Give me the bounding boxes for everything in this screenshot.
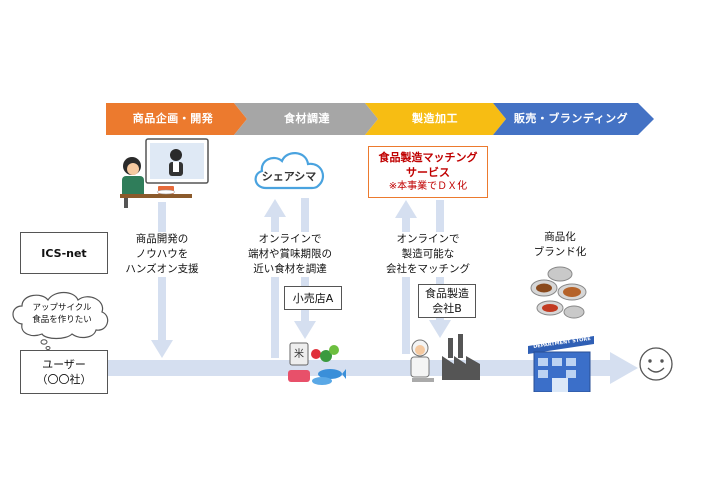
planning-desc-line3: ハンズオン支援 — [125, 263, 199, 275]
video-meeting-illustration — [120, 138, 209, 208]
bubble-text: アップサイクル 食品を作りたい — [22, 302, 102, 326]
manufacture-down-arrowhead — [429, 320, 451, 338]
stage-label-planning: 商品企画・開発 — [132, 112, 214, 125]
manufacture-desc-line3: 会社をマッチング — [386, 263, 470, 275]
bubble-line2: 食品を作りたい — [32, 315, 92, 325]
retailer-label: 小売店A — [292, 291, 334, 305]
user-label-line2: （〇〇社） — [36, 373, 92, 386]
food-ingredients-icon: 米 — [288, 342, 346, 385]
matching-note: ※本事業でＤＸ化 — [388, 181, 468, 192]
manufacture-up-connector — [402, 217, 410, 354]
sales-desc-line1: 商品化 — [544, 231, 576, 243]
manufacture-desc-line1: オンラインで — [396, 233, 460, 245]
stage-band: 商品企画・開発 食材調達 製造加工 販売・ブランディング — [106, 103, 654, 135]
stage-chevron-procurement — [234, 103, 378, 135]
matching-service-box: 食品製造マッチング サービス ※本事業でＤＸ化 — [368, 146, 488, 198]
thought-bubble — [12, 291, 109, 350]
procure-desc-line1: オンラインで — [258, 233, 322, 245]
main-flow-arrow — [105, 352, 638, 384]
stage-label-manufacturing: 製造加工 — [412, 112, 458, 125]
stage-chevron-sales — [493, 103, 654, 135]
cloud-icon — [254, 152, 325, 190]
stage-chevrons — [106, 103, 654, 135]
sales-desc-line2: ブランド化 — [533, 246, 587, 258]
factory-icon — [410, 334, 480, 382]
maker-box: 食品製造 会社B — [418, 284, 476, 318]
procure-down-arrowhead — [294, 321, 316, 339]
matching-title-line2: サービス — [406, 166, 450, 179]
stage-label-procurement: 食材調達 — [284, 112, 330, 125]
manufacture-up-arrowhead — [395, 200, 417, 218]
planning-description: 商品開発の ノウハウを ハンズオン支援 — [116, 232, 208, 277]
canned-products-icon — [530, 266, 587, 319]
smiley-icon — [639, 347, 673, 381]
ics-net-box: ICS-net — [20, 232, 108, 274]
procure-up-arrowhead — [264, 199, 286, 217]
manufacture-description: オンラインで 製造可能な 会社をマッチング — [378, 232, 478, 277]
stage-chevron-planning — [106, 103, 247, 135]
department-store-icon — [528, 336, 594, 392]
procure-up-connector — [271, 216, 279, 358]
planning-down-arrowhead — [151, 340, 173, 358]
svg-text:米: 米 — [294, 347, 304, 360]
planning-desc-line1: 商品開発の — [135, 233, 189, 245]
sales-description: 商品化 ブランド化 — [520, 230, 600, 260]
manufacture-desc-line2: 製造可能な — [401, 248, 455, 260]
procure-description: オンラインで 端材や賞味期限の 近い食材を調達 — [240, 232, 340, 277]
user-box: ユーザー （〇〇社） — [20, 350, 108, 394]
bubble-line1: アップサイクル — [32, 303, 92, 313]
stage-chevron-manufacturing — [365, 103, 506, 135]
planning-desc-line2: ノウハウを — [135, 248, 189, 260]
share-logo-text: シェアシマ — [261, 170, 317, 183]
retailer-box: 小売店A — [284, 286, 342, 310]
stage-label-sales: 販売・ブランディング — [513, 112, 629, 125]
maker-label-line2: 会社B — [432, 302, 462, 315]
user-label-line1: ユーザー — [42, 358, 86, 371]
procure-desc-line2: 端材や賞味期限の — [248, 248, 332, 260]
ics-net-label: ICS-net — [41, 246, 87, 260]
matching-title-line1: 食品製造マッチング — [378, 151, 478, 164]
maker-label-line1: 食品製造 — [425, 287, 469, 300]
procure-desc-line3: 近い食材を調達 — [253, 263, 327, 275]
